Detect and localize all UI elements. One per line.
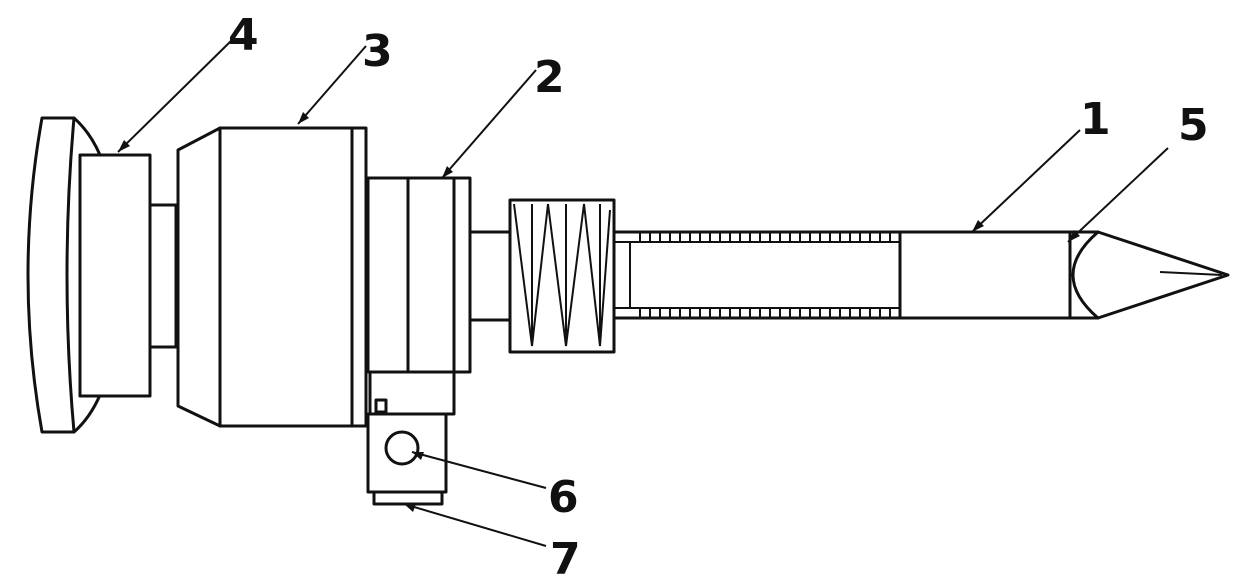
part-2-valve-body bbox=[368, 178, 510, 372]
label-7: 7 bbox=[550, 534, 581, 585]
part-7-stopcock-base bbox=[374, 492, 442, 504]
part-4-end-cap bbox=[28, 118, 176, 432]
part-5-tip bbox=[1070, 232, 1228, 318]
valve-bracket bbox=[370, 372, 454, 414]
label-1: 1 bbox=[1080, 94, 1111, 145]
label-2: 2 bbox=[534, 52, 565, 103]
part-1-cannula bbox=[614, 232, 1070, 318]
label-6: 6 bbox=[548, 472, 579, 523]
part-6-stopcock bbox=[368, 414, 446, 492]
part-3-housing bbox=[178, 128, 366, 426]
spring-coupling bbox=[510, 200, 614, 352]
label-5: 5 bbox=[1178, 100, 1209, 151]
port-circle bbox=[386, 432, 418, 464]
label-3: 3 bbox=[362, 26, 393, 77]
label-4: 4 bbox=[228, 10, 259, 61]
